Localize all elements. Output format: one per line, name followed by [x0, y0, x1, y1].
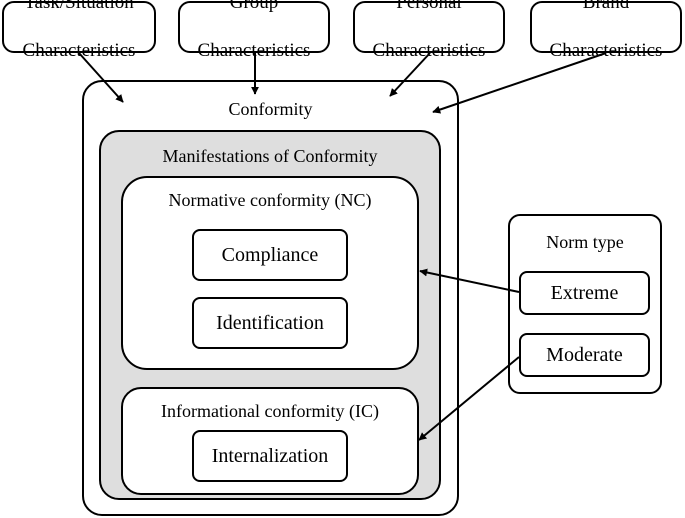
factor-box-group: Group Characteristics [178, 0, 330, 61]
factor-line2: Characteristics [197, 40, 311, 61]
factor-label-task-situation: Task/Situation Characteristics [23, 0, 136, 87]
norm-type-title: Norm type [546, 232, 624, 252]
arrow-task-to-conformity [78, 52, 124, 103]
factor-label-brand: Brand Characteristics [550, 0, 663, 87]
moderate-box: Moderate [519, 333, 650, 377]
identification-box: Identification [192, 297, 348, 349]
compliance-box: Compliance [192, 229, 348, 281]
factor-label-group: Group Characteristics [198, 0, 311, 87]
factor-label-personal: Personal Characteristics [373, 0, 486, 87]
factor-line2: Characteristics [22, 40, 136, 61]
conformity-title: Conformity [228, 99, 313, 119]
arrow-personal-to-conformity [389, 52, 431, 97]
informational-conformity-title: Informational conformity (IC) [161, 401, 379, 421]
arrow-extreme-to-normative [419, 268, 520, 293]
internalization-box: Internalization [192, 430, 348, 482]
informational-conformity-box: Informational conformity (IC) [121, 387, 419, 495]
normative-conformity-title: Normative conformity (NC) [168, 190, 372, 210]
factor-box-brand: Brand Characteristics [530, 0, 682, 61]
identification-label: Identification [216, 311, 324, 334]
factor-line1: Brand [582, 0, 630, 13]
factor-box-personal: Personal Characteristics [353, 0, 505, 61]
factor-line2: Characteristics [549, 40, 663, 61]
factor-line1: Personal [396, 0, 462, 13]
factor-line2: Characteristics [372, 40, 486, 61]
factor-box-task-situation: Task/Situation Characteristics [2, 0, 156, 61]
arrow-brand-to-conformity [432, 52, 607, 114]
manifestations-title: Manifestations of Conformity [162, 146, 378, 166]
factor-line1: Group [229, 0, 279, 13]
moderate-label: Moderate [546, 343, 623, 366]
internalization-label: Internalization [211, 444, 329, 467]
factor-line1: Task/Situation [24, 0, 134, 13]
arrow-moderate-to-informational [418, 356, 520, 441]
extreme-label: Extreme [550, 281, 619, 304]
compliance-label: Compliance [221, 243, 319, 266]
extreme-box: Extreme [519, 271, 650, 315]
